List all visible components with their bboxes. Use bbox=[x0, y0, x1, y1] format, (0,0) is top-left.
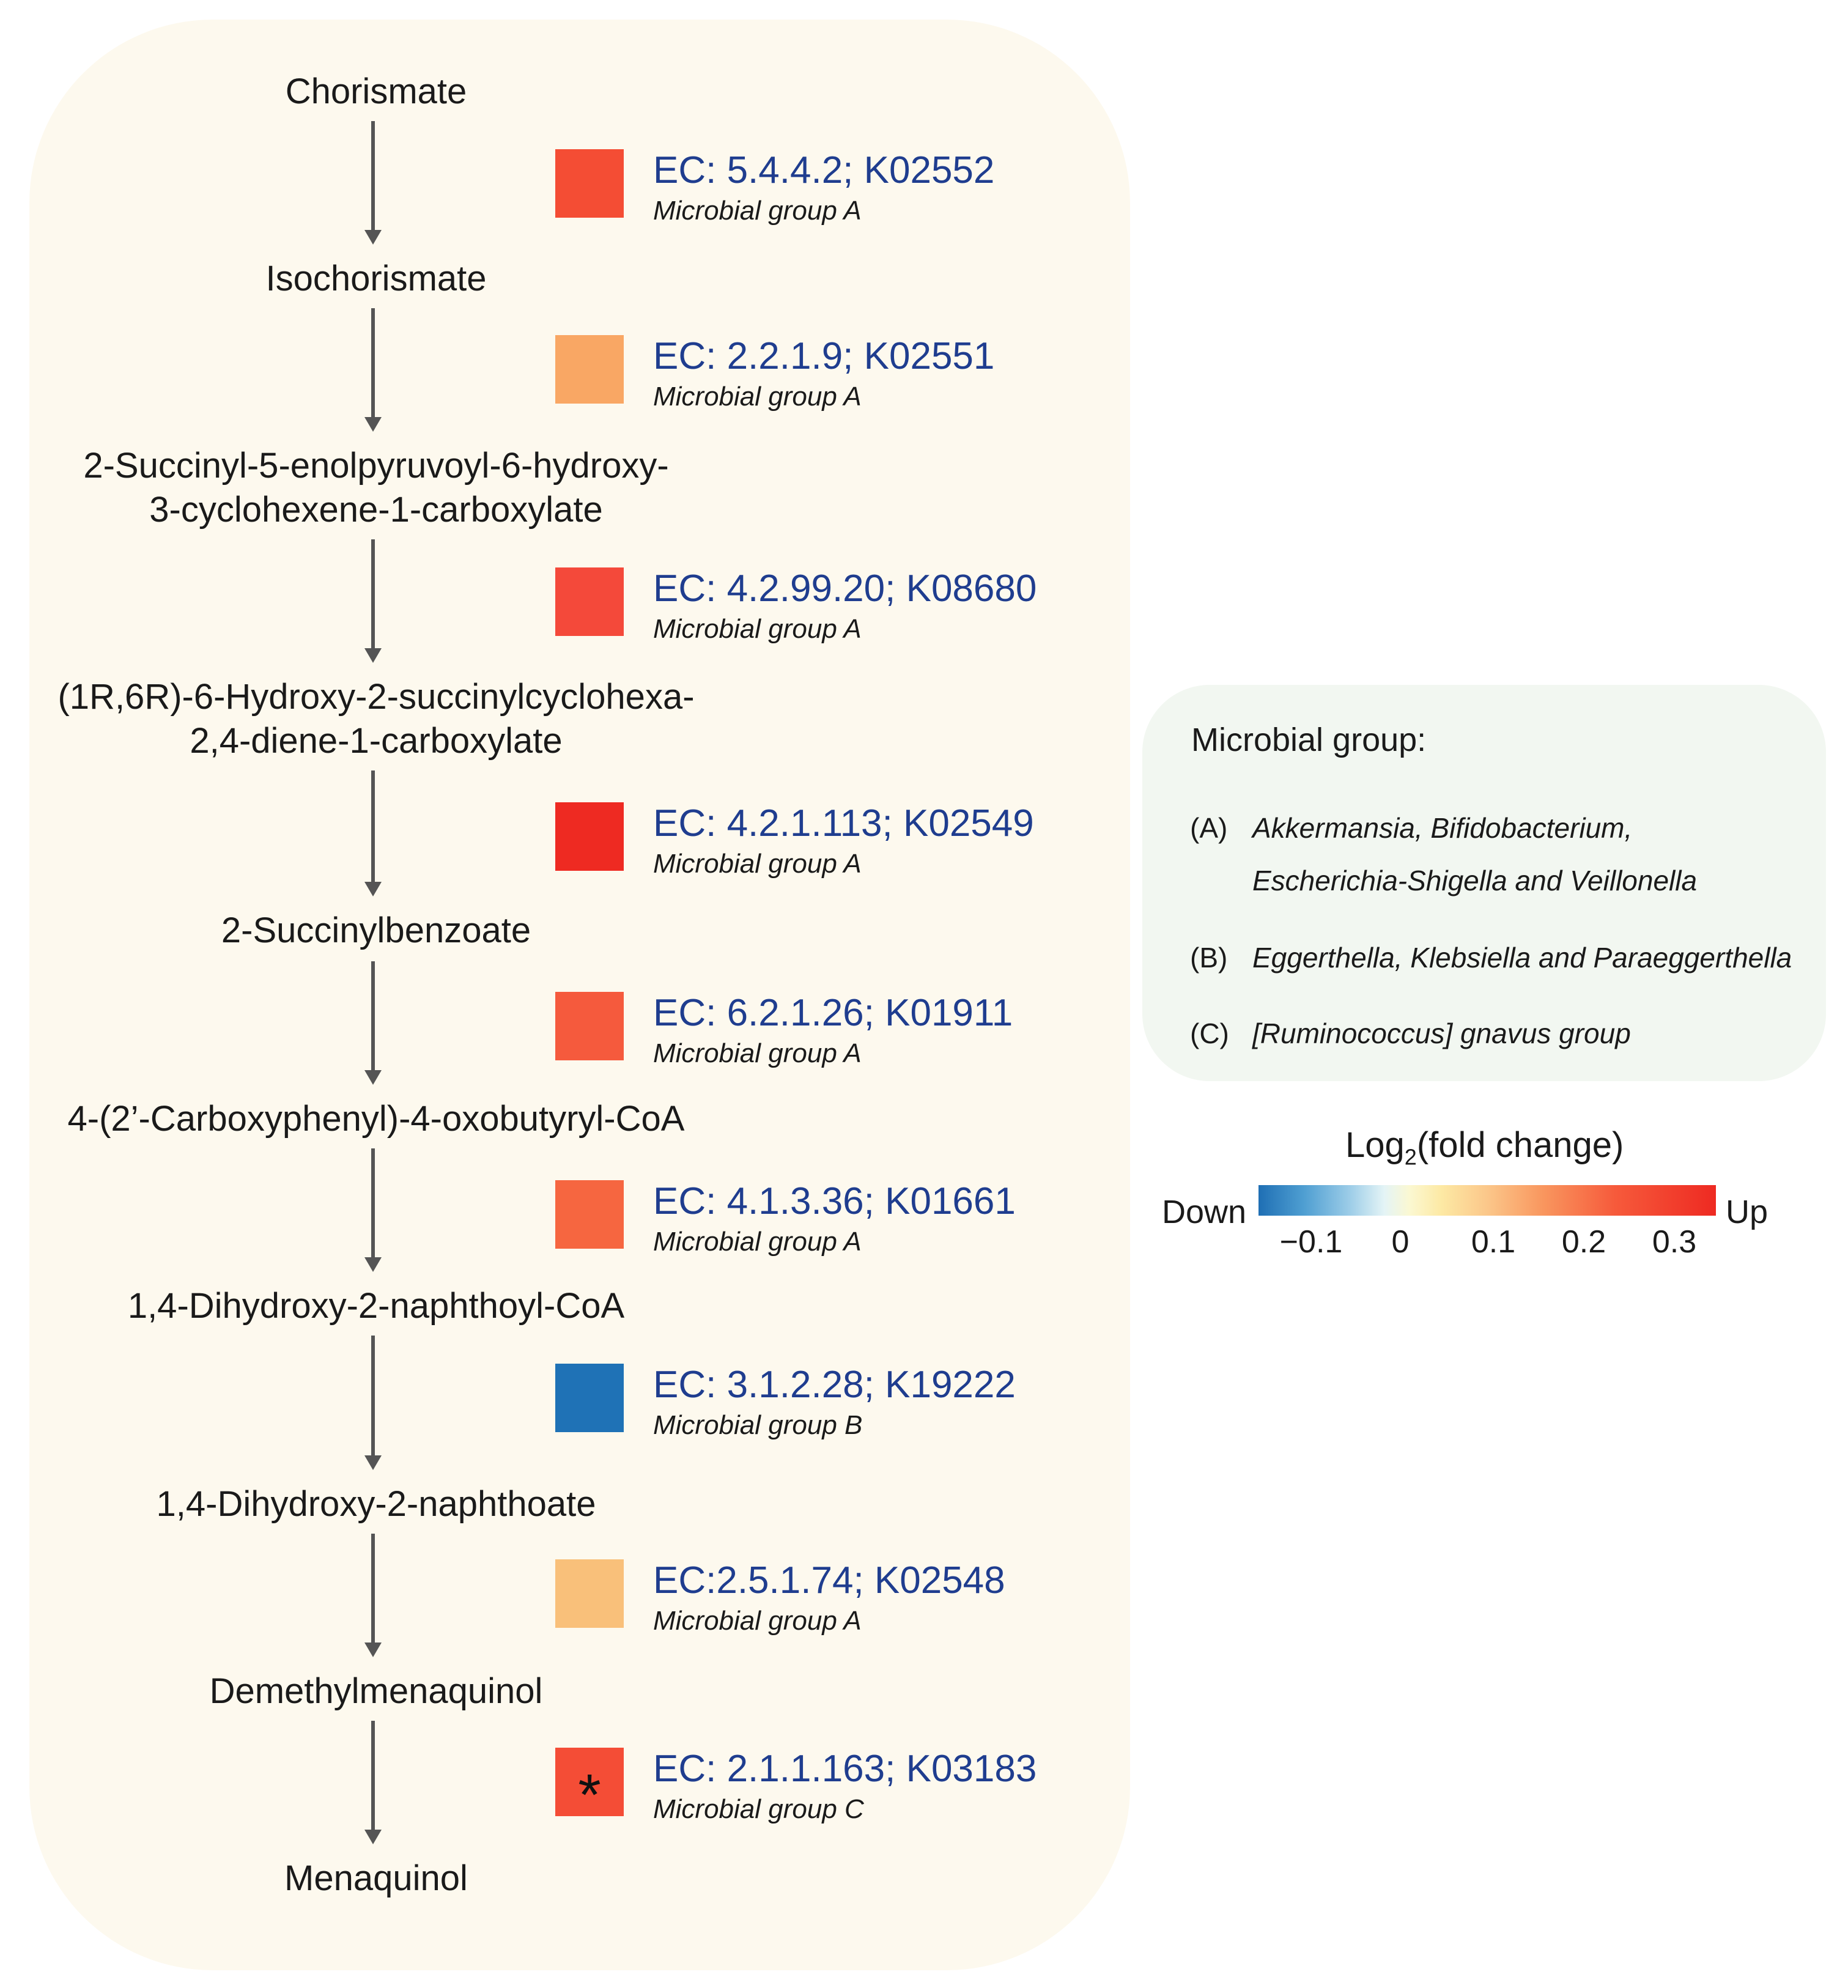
enzyme-group-label: Microbial group A bbox=[653, 849, 862, 879]
significance-star: * bbox=[578, 1762, 601, 1828]
enzyme-ec-label: EC: 3.1.2.28; K19222 bbox=[653, 1364, 1016, 1406]
metabolite-isochorismate: Isochorismate bbox=[265, 259, 487, 298]
legend-tick-label: 0.3 bbox=[1652, 1224, 1697, 1260]
metabolite-shchc-line1: (1R,6R)-6-Hydroxy-2-succinylcyclohexa- bbox=[57, 677, 695, 717]
legend-high-label: Up bbox=[1726, 1194, 1769, 1230]
group-code-a: (A) bbox=[1190, 812, 1228, 844]
enzyme-ec-label: EC: 4.1.3.36; K01661 bbox=[653, 1180, 1016, 1222]
legend-title: Log2(fold change) bbox=[1345, 1124, 1624, 1170]
enzyme-fold-change-box bbox=[555, 992, 624, 1060]
group-a-line2: Escherichia-Shigella and Veillonella bbox=[1252, 865, 1698, 896]
group-code-b: (B) bbox=[1190, 942, 1228, 974]
legend-tick-label: 0.1 bbox=[1471, 1224, 1516, 1260]
enzyme-group-label: Microbial group A bbox=[653, 1038, 862, 1068]
enzyme-ec-label: EC: 4.2.1.113; K02549 bbox=[653, 802, 1034, 844]
enzyme-group-label: Microbial group A bbox=[653, 196, 862, 226]
group-code-c: (C) bbox=[1190, 1018, 1229, 1049]
enzyme-ec-label: EC: 2.1.1.163; K03183 bbox=[653, 1748, 1037, 1790]
metabolite-menaquinol: Menaquinol bbox=[284, 1858, 468, 1898]
enzyme-fold-change-box bbox=[555, 149, 624, 218]
enzyme-group-label: Microbial group A bbox=[653, 614, 862, 644]
enzyme-group-label: Microbial group A bbox=[653, 1606, 862, 1636]
metabolite-osb-coa: 4-(2’-Carboxyphenyl)-4-oxobutyryl-CoA bbox=[67, 1099, 685, 1139]
metabolite-chorismate: Chorismate bbox=[285, 72, 467, 111]
enzyme-ec-label: EC: 2.2.1.9; K02551 bbox=[653, 335, 995, 377]
group-a-line1: Akkermansia, Bifidobacterium, bbox=[1252, 812, 1633, 844]
group-b-line1: Eggerthella, Klebsiella and Paraeggerthe… bbox=[1252, 942, 1792, 974]
enzyme-fold-change-box bbox=[555, 1559, 624, 1628]
legend-title-prefix: Log bbox=[1345, 1125, 1405, 1165]
legend-tick-label: 0 bbox=[1391, 1224, 1410, 1260]
enzyme-group-label: Microbial group B bbox=[653, 1410, 863, 1440]
metabolite-dhna: 1,4-Dihydroxy-2-naphthoate bbox=[156, 1484, 596, 1524]
enzyme-fold-change-box bbox=[555, 1180, 624, 1249]
metabolite-sephchc-line1: 2-Succinyl-5-enolpyruvoyl-6-hydroxy- bbox=[83, 446, 669, 486]
metabolite-sephchc-line2: 3-cyclohexene-1-carboxylate bbox=[149, 490, 603, 530]
legend-title-subscript: 2 bbox=[1404, 1144, 1417, 1170]
legend-low-label: Down bbox=[1162, 1194, 1247, 1230]
metabolite-demethylmenaquinol: Demethylmenaquinol bbox=[209, 1671, 543, 1711]
microbial-group-title: Microbial group: bbox=[1191, 722, 1427, 758]
metabolite-dhna-coa: 1,4-Dihydroxy-2-naphthoyl-CoA bbox=[127, 1286, 625, 1326]
enzyme-fold-change-box bbox=[555, 335, 624, 404]
group-c-line1: [Ruminococcus] gnavus group bbox=[1252, 1018, 1631, 1049]
enzyme-ec-label: EC:2.5.1.74; K02548 bbox=[653, 1559, 1005, 1602]
enzyme-ec-label: EC: 5.4.4.2; K02552 bbox=[653, 149, 995, 191]
metabolite-shchc-line2: 2,4-diene-1-carboxylate bbox=[190, 721, 563, 761]
legend-color-bar bbox=[1258, 1185, 1716, 1216]
enzyme-ec-label: EC: 4.2.99.20; K08680 bbox=[653, 567, 1037, 610]
legend-title-suffix: (fold change) bbox=[1416, 1125, 1624, 1165]
enzyme-fold-change-box bbox=[555, 802, 624, 871]
microbial-group-panel: Microbial group: (A) Akkermansia, Bifido… bbox=[1142, 685, 1826, 1081]
enzyme-fold-change-box bbox=[555, 567, 624, 636]
enzyme-group-label: Microbial group A bbox=[653, 1227, 862, 1257]
legend-tick-label: 0.2 bbox=[1561, 1224, 1606, 1260]
enzyme-fold-change-box: * bbox=[555, 1748, 624, 1825]
enzyme-group-label: Microbial group C bbox=[653, 1794, 864, 1824]
enzyme-group-label: Microbial group A bbox=[653, 382, 862, 412]
metabolite-succinylbenzoate: 2-Succinylbenzoate bbox=[221, 911, 531, 950]
enzyme-fold-change-box bbox=[555, 1364, 624, 1432]
enzyme-ec-label: EC: 6.2.1.26; K01911 bbox=[653, 992, 1013, 1034]
legend-tick-label: −0.1 bbox=[1279, 1224, 1343, 1260]
